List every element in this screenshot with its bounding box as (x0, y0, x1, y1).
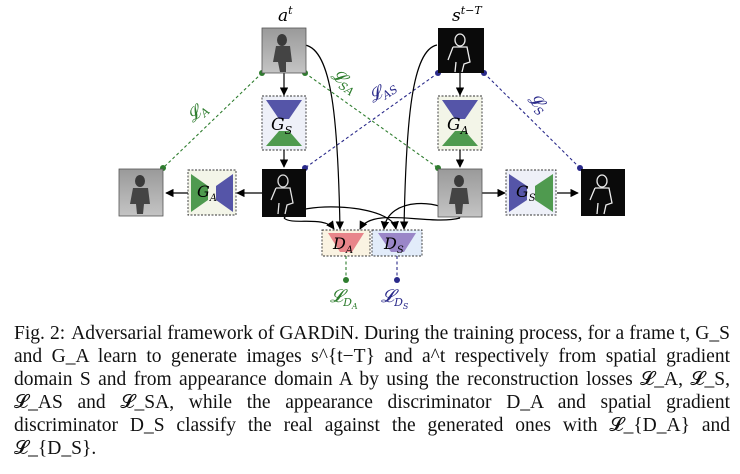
caption-text: Adversarial framework of GARDiN. During … (14, 323, 730, 459)
loss-lines (162, 72, 581, 280)
image-generated-s (262, 169, 306, 217)
gs-top-label: GS (271, 115, 293, 137)
label-las: 𝓛AS (365, 75, 401, 109)
image-reconstructed-a (118, 168, 164, 217)
ds-label: DS (383, 234, 404, 256)
label-lds: 𝓛DS (381, 286, 409, 310)
label-lda: 𝓛DA (330, 286, 358, 310)
generator-ga-top: GA (437, 95, 483, 151)
label-la: 𝓛A (183, 98, 213, 128)
ga-top-label: GA (447, 115, 469, 137)
framework-diagram: GS GA GA GS DA DS at st−T 𝓛A 𝓛SA 𝓛AS 𝓛S … (118, 4, 625, 310)
label-ls: 𝓛S (522, 89, 552, 119)
generator-gs-right: GS (505, 169, 557, 216)
discriminator-ds: DS (371, 229, 423, 257)
discriminator-da: DA (321, 229, 371, 257)
caption-label: Fig. 2: (14, 323, 66, 344)
da-label: DA (332, 234, 353, 256)
generator-ga-left: GA (187, 169, 237, 216)
image-reconstructed-s (581, 169, 625, 216)
ga-left-label: GA (197, 182, 217, 204)
image-st (438, 28, 484, 73)
gs-right-label: GS (516, 182, 536, 204)
image-at (261, 27, 307, 74)
label-st: st−T (452, 4, 483, 26)
image-generated-a (437, 168, 483, 218)
label-at: at (278, 4, 293, 26)
ls-line (483, 72, 581, 169)
la-line (162, 72, 263, 169)
generator-gs-top: GS (261, 95, 307, 151)
figure-caption: Fig. 2:Adversarial framework of GARDiN. … (14, 322, 730, 460)
